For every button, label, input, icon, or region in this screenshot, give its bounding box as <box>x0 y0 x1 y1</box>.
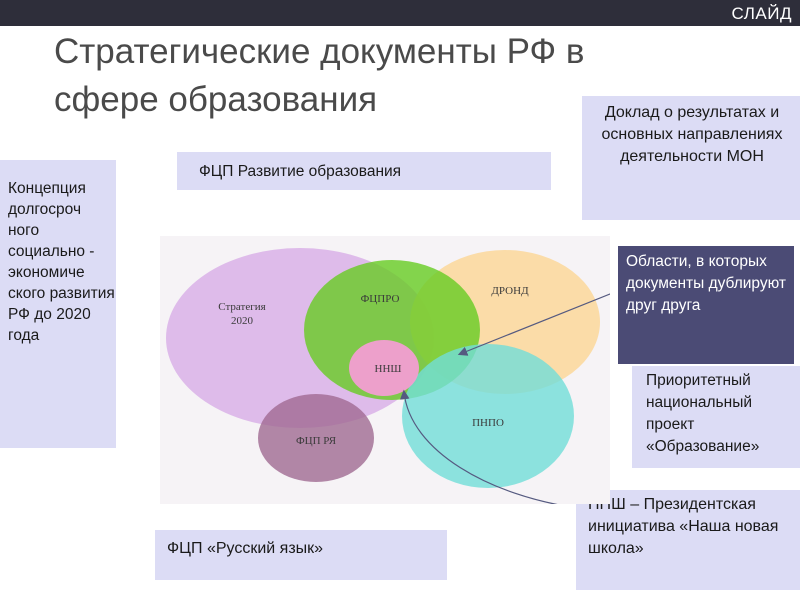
strategy-label: Стратегия 2020 <box>218 301 266 327</box>
fcp-rya-ellipse <box>258 394 374 482</box>
nnsh-ellipse <box>349 340 419 396</box>
overlap-areas-box: Области, в которых документы дублируют д… <box>618 246 794 364</box>
venn-svg <box>160 236 610 504</box>
concept-box: Концепция долгосроч ного социально - эко… <box>0 160 116 448</box>
page-title: Стратегические документы РФ в сфере обра… <box>54 32 585 119</box>
fcpro-label: ФЦПРО <box>360 293 400 305</box>
venn-diagram: Стратегия 2020 ФЦПРО ДРОНД ННШ ПНПО ФЦП … <box>160 236 610 504</box>
report-box: Доклад о результатах и основных направле… <box>582 96 800 220</box>
fcp-education-box: ФЦП Развитие образования <box>177 152 551 190</box>
priority-project-box: Приоритетный национальный проект «Образо… <box>632 366 800 468</box>
dronde-label: ДРОНД <box>491 285 529 297</box>
overlap-pointer-line <box>457 293 610 356</box>
nnsh-label: ННШ <box>374 363 402 375</box>
pnpo-ellipse <box>402 344 574 488</box>
fcp-rya-label: ФЦП РЯ <box>295 435 337 447</box>
nnsh-box: ННШ – Президентская инициатива «Наша нов… <box>576 490 800 590</box>
pnpo-label: ПНПО <box>472 417 504 429</box>
slide-label: СЛАЙД <box>731 4 792 23</box>
top-bar: СЛАЙД <box>0 0 800 26</box>
fcp-russian-box: ФЦП «Русский язык» <box>155 530 447 580</box>
nnsh-pointer-curve <box>399 389 559 504</box>
